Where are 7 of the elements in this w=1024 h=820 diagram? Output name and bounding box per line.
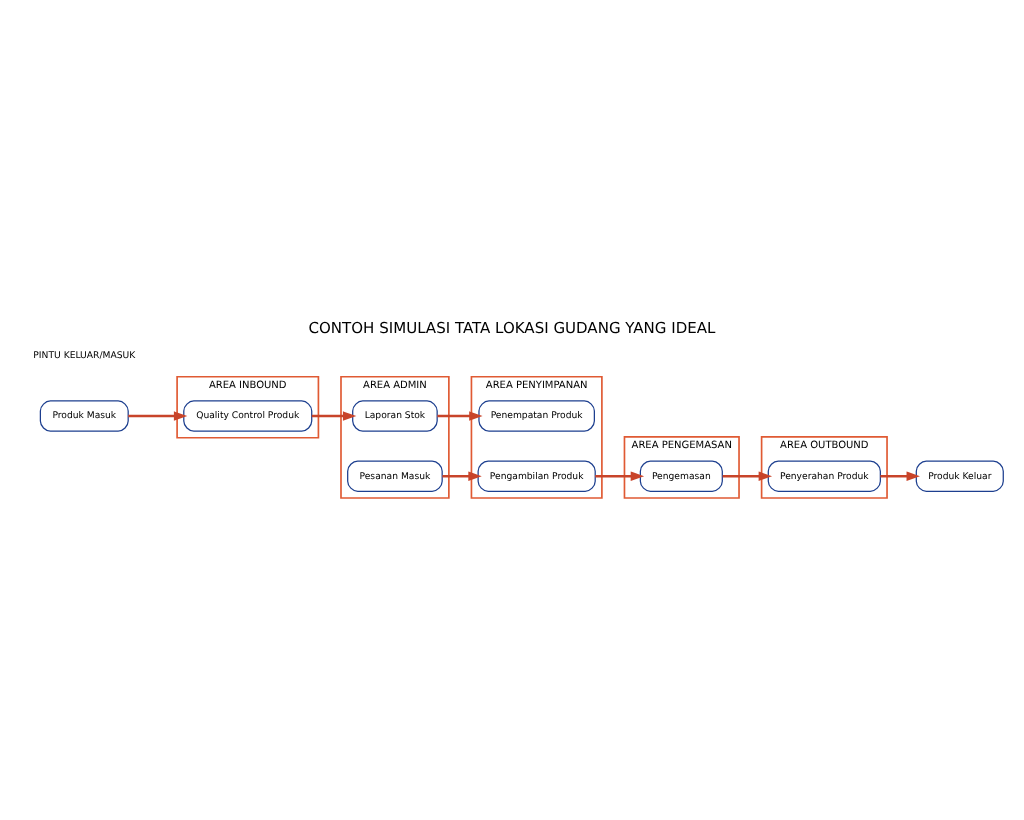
arrow [595, 470, 645, 480]
arrow [128, 410, 188, 420]
arrow [442, 470, 482, 480]
arrow [437, 410, 483, 420]
arrow [311, 410, 357, 420]
arrow [722, 470, 773, 480]
arrow [880, 470, 920, 480]
